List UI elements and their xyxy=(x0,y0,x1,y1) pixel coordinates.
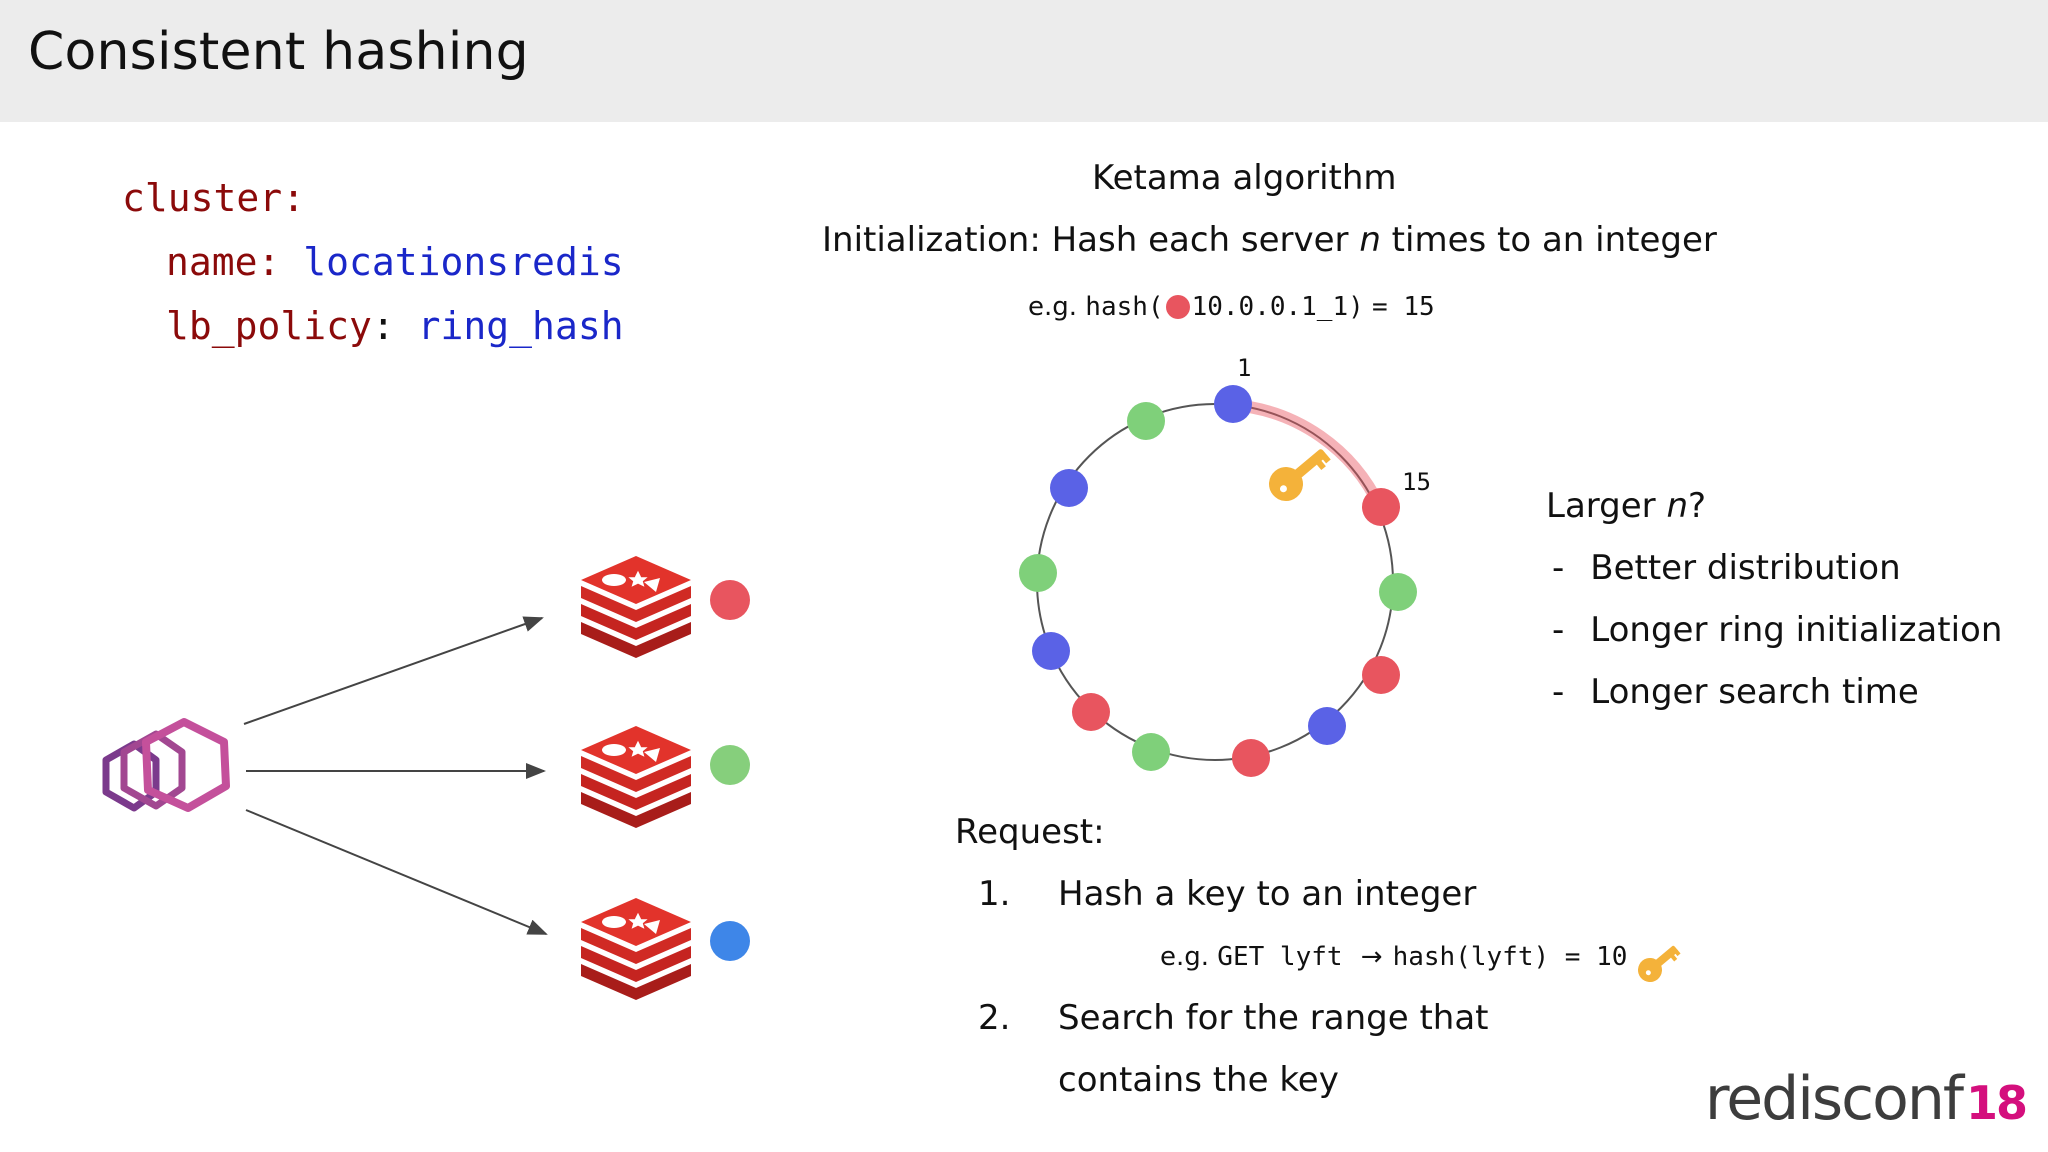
policy-key: lb_policy xyxy=(166,304,372,348)
step1-hash: hash(lyft) = 10 xyxy=(1392,942,1628,972)
logo-word: redisconf xyxy=(1704,1064,1964,1134)
config-cluster-line: cluster: xyxy=(122,176,305,220)
slide-title: Consistent hashing xyxy=(28,22,529,82)
server-green-dot xyxy=(710,745,750,785)
slide-header: Consistent hashing xyxy=(0,0,2048,122)
step1-text: Hash a key to an integer xyxy=(1058,874,1477,914)
larger-var: n xyxy=(1666,486,1689,526)
ring-node-red xyxy=(1232,739,1270,777)
ring-node-blue xyxy=(1032,632,1070,670)
request-heading: Request: xyxy=(955,812,1105,852)
config-name-line: name: locationsredis xyxy=(166,240,624,284)
name-key: name xyxy=(166,240,258,284)
logo-number: 18 xyxy=(1965,1076,2028,1130)
step1-cmd: GET lyft xyxy=(1217,942,1343,972)
step1-arrow: → xyxy=(1360,942,1383,972)
route-arrow-bottom xyxy=(245,809,548,935)
example-fn: hash( xyxy=(1085,292,1164,322)
step1-example: e.g. GET lyft → hash(lyft) = 10 xyxy=(1160,942,1627,972)
ring-node-green xyxy=(1132,733,1170,771)
step2-number: 2. xyxy=(978,998,1011,1038)
example-result: = 15 xyxy=(1372,292,1435,322)
policy-value: ring_hash xyxy=(417,304,624,348)
config-policy-line: lb_policy: ring_hash xyxy=(166,304,624,348)
item-text: Better distribution xyxy=(1590,548,1901,588)
server-blue-dot xyxy=(710,921,750,961)
redisconf-logo: redisconf18 xyxy=(1704,1064,2028,1134)
init-prefix: Initialization: Hash each server xyxy=(822,220,1360,260)
ring-node-red xyxy=(1362,488,1400,526)
route-arrow-top xyxy=(243,616,544,725)
cluster-key: cluster xyxy=(122,176,283,220)
item-text: Longer ring initialization xyxy=(1590,610,2003,650)
envoy-logo-icon xyxy=(102,718,230,812)
item-text: Longer search time xyxy=(1590,672,1919,712)
bullet-dash: - xyxy=(1552,548,1565,588)
ring-node-green xyxy=(1019,554,1057,592)
ring-node-red xyxy=(1072,693,1110,731)
colon: : xyxy=(371,304,418,348)
step2-line2: contains the key xyxy=(1058,1060,1339,1100)
redis-server-icon xyxy=(581,898,691,1000)
example-red-dot-icon xyxy=(1165,295,1190,319)
colon: : xyxy=(282,176,306,220)
larger-n-item: -Longer ring initialization xyxy=(1552,610,2002,650)
ring-node-blue xyxy=(1308,707,1346,745)
ring-circle xyxy=(1036,403,1394,761)
example-key-icon xyxy=(1638,945,1681,982)
ring-node-green xyxy=(1127,402,1165,440)
ketama-example: e.g. hash( 10.0.0.1_1) = 15 xyxy=(1028,292,1435,322)
ring-node-blue xyxy=(1050,469,1088,507)
step2-line1: Search for the range that xyxy=(1058,998,1489,1038)
colon: : xyxy=(257,240,304,284)
init-suffix: times to an integer xyxy=(1380,220,1717,260)
larger-n-item: -Better distribution xyxy=(1552,548,1901,588)
redis-server-icon xyxy=(581,726,691,828)
example-arg: 10.0.0.1_1) xyxy=(1191,292,1364,322)
ring-node-green xyxy=(1379,573,1417,611)
ketama-init-line: Initialization: Hash each server n times… xyxy=(822,220,1717,260)
step1-eg: e.g. xyxy=(1160,942,1210,972)
example-prefix: e.g. xyxy=(1028,292,1078,322)
name-value: locationsredis xyxy=(303,240,624,284)
server-red-dot xyxy=(710,580,750,620)
larger-n-item: -Longer search time xyxy=(1552,672,1919,712)
key-icon xyxy=(1269,449,1331,501)
redis-server-icon xyxy=(581,556,691,658)
ring-highlight-arc xyxy=(1227,399,1386,513)
init-var: n xyxy=(1359,220,1381,260)
ring-label-top: 1 xyxy=(1237,354,1252,382)
ring-node-blue xyxy=(1214,385,1252,423)
bullet-dash: - xyxy=(1552,672,1565,712)
larger-prefix: Larger xyxy=(1546,486,1667,526)
ketama-heading: Ketama algorithm xyxy=(1092,158,1397,198)
step1-number: 1. xyxy=(978,874,1011,914)
larger-n-heading: Larger n? xyxy=(1546,486,1706,526)
bullet-dash: - xyxy=(1552,610,1565,650)
ring-node-red xyxy=(1362,656,1400,694)
ring-label-key: 15 xyxy=(1402,468,1431,496)
larger-suffix: ? xyxy=(1688,486,1707,526)
